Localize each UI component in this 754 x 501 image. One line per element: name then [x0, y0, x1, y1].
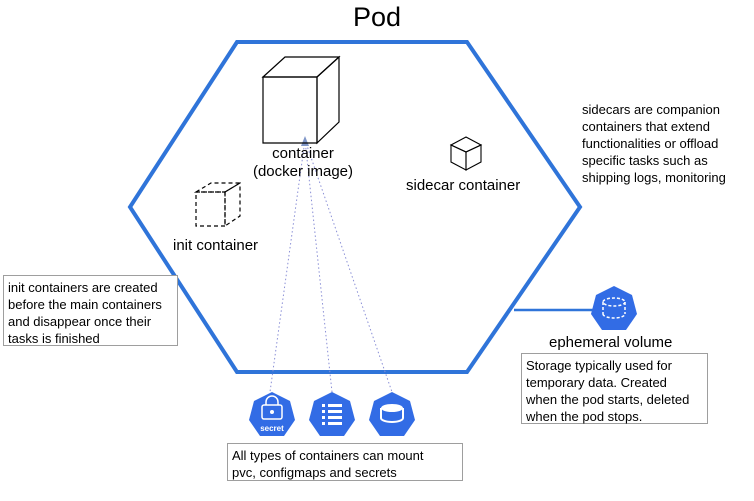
note-line: specific tasks such as [582, 153, 708, 168]
container-label: container (docker image) [228, 145, 378, 181]
container-label-line2: (docker image) [252, 163, 354, 180]
pvc-icon [369, 392, 415, 436]
sidecar-container-label: sidecar container [406, 177, 521, 194]
secret-icon-label: secret [260, 424, 284, 433]
note-line: Storage typically used for [526, 358, 672, 373]
note-line: and disappear once their [8, 314, 152, 329]
note-line: containers that extend [582, 119, 710, 134]
container-cube-icon [261, 55, 341, 145]
note-line: functionalities or offload [582, 136, 719, 151]
mount-note: All types of containers can mount pvc, c… [227, 443, 463, 481]
sidecar-cube-icon [449, 136, 483, 171]
ephemeral-storage-note: Storage typically used for temporary dat… [521, 353, 708, 424]
note-line: when the pod starts, deleted [526, 392, 690, 407]
sidecars-note: sidecars are companion containers that e… [577, 97, 743, 185]
ephemeral-volume-icon [591, 286, 637, 330]
pod-hexagon [127, 40, 583, 374]
pod-title: Pod [352, 2, 402, 32]
mount-links [269, 139, 393, 393]
note-line: before the main containers [8, 297, 162, 312]
ephemeral-volume-label: ephemeral volume [549, 334, 673, 351]
secret-icon [249, 392, 295, 436]
note-line: pvc, configmaps and secrets [232, 465, 397, 480]
container-label-line1: container [272, 145, 334, 162]
note-line: All types of containers can mount [232, 448, 424, 463]
note-line: sidecars are companion [582, 102, 721, 117]
note-line: shipping logs, monitoring [582, 170, 726, 185]
note-line: when the pod stops. [526, 409, 643, 424]
note-line: init containers are created [8, 280, 158, 295]
init-containers-note: init containers are created before the m… [3, 275, 178, 346]
note-line: tasks is finished [8, 331, 100, 346]
configmap-icon [309, 392, 355, 436]
init-container-cube-icon [193, 181, 243, 228]
init-container-label: init container [173, 237, 259, 254]
note-line: temporary data. Created [526, 375, 667, 390]
